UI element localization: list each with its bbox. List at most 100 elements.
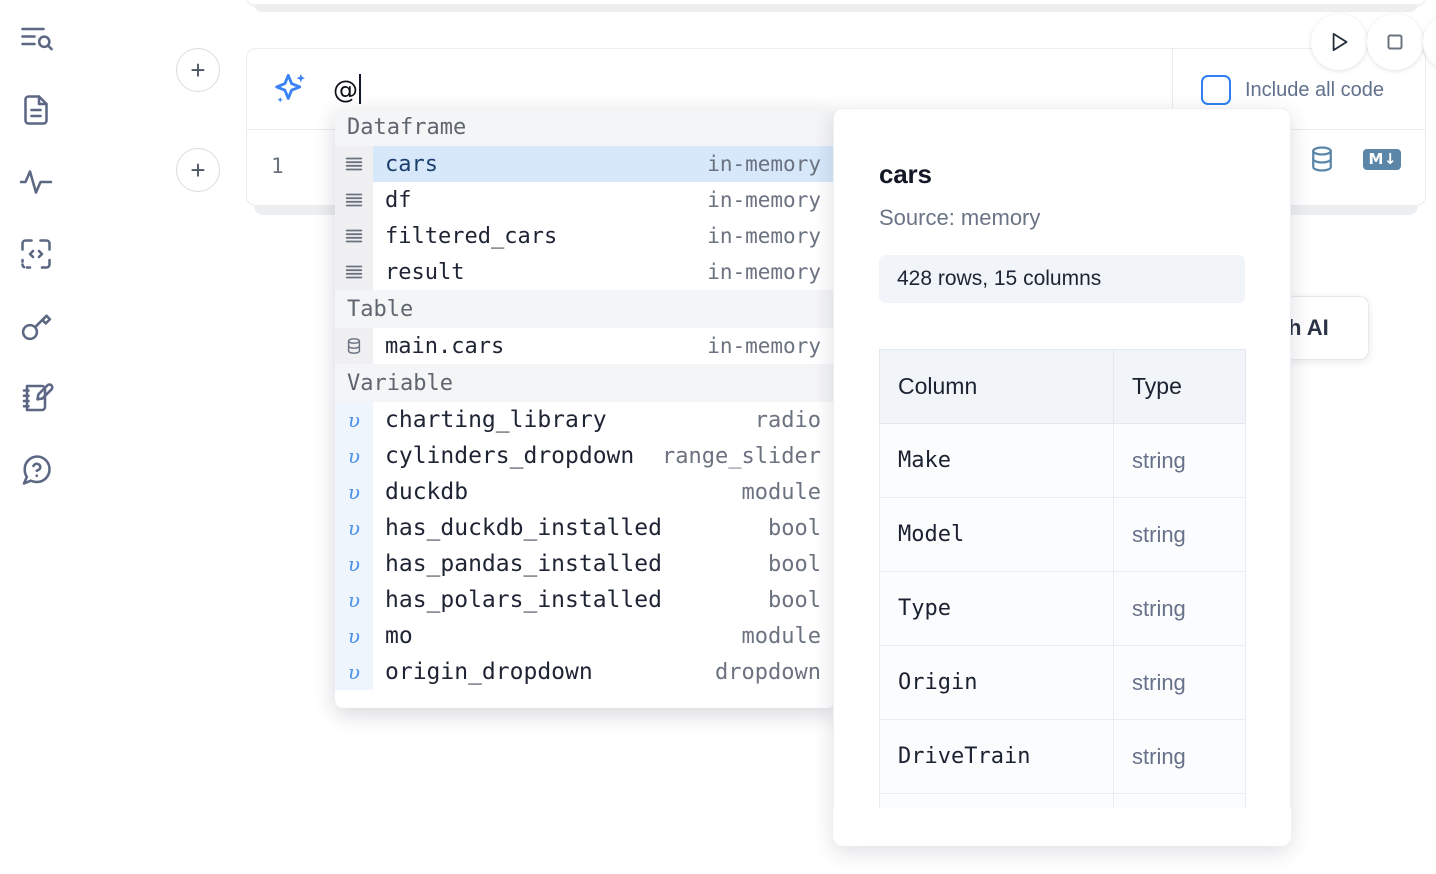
autocomplete-item-body: filtered_cars in-memory [373, 218, 835, 254]
preview-column-name: DriveTrain [898, 744, 1031, 769]
preview-header-column: Column [879, 349, 1114, 424]
help-icon[interactable] [12, 446, 60, 494]
autocomplete-item-type: in-memory [707, 188, 821, 212]
autocomplete-item[interactable]: υ has_polars_installed bool [335, 582, 835, 618]
autocomplete-item[interactable]: main.cars in-memory [335, 328, 835, 364]
include-all-code-checkbox[interactable] [1201, 75, 1231, 105]
autocomplete-item[interactable]: filtered_cars in-memory [335, 218, 835, 254]
stop-button[interactable] [1367, 14, 1423, 70]
autocomplete-item-name: origin_dropdown [385, 659, 593, 685]
ai-cell-divider [1172, 49, 1173, 131]
preview-shape-badge: 428 rows, 15 columns [879, 255, 1245, 303]
preview-table-header-row: Column Type [879, 349, 1246, 424]
autocomplete-item-name: has_polars_installed [385, 587, 662, 613]
autocomplete-item-body: mo module [373, 618, 835, 654]
autocomplete-item-type: in-memory [707, 224, 821, 248]
key-icon[interactable] [12, 302, 60, 350]
autocomplete-item-type: bool [768, 515, 821, 541]
autocomplete-item-type: module [741, 623, 821, 649]
left-sidebar [0, 0, 72, 874]
autocomplete-item-name: duckdb [385, 479, 469, 505]
autocomplete-item-type: in-memory [707, 152, 821, 176]
scratchpad-icon[interactable] [12, 374, 60, 422]
text-caret [359, 74, 361, 104]
variable-icon: υ [335, 510, 373, 546]
explore-outline-icon[interactable] [12, 14, 60, 62]
autocomplete-group-header: Table [335, 290, 835, 328]
preview-column-type: string [1132, 521, 1186, 547]
autocomplete-item-type: module [741, 479, 821, 505]
autocomplete-item-type: bool [768, 551, 821, 577]
include-all-code-label: Include all code [1245, 78, 1384, 101]
preview-column-cell: DriveTrain [879, 719, 1114, 794]
markdown-badge-letter: M [1368, 149, 1383, 168]
autocomplete-group-header: Dataframe [335, 108, 835, 146]
ai-prompt-input[interactable]: @ [333, 69, 1172, 109]
autocomplete-item[interactable]: cars in-memory [335, 146, 835, 182]
preview-type-cell: string [1113, 497, 1246, 572]
variable-icon: υ [335, 618, 373, 654]
autocomplete-item-type: radio [754, 407, 821, 433]
preview-type-cell: string [1113, 645, 1246, 720]
ai-prompt-input-area[interactable]: @ [247, 49, 1172, 129]
file-text-icon[interactable] [12, 86, 60, 134]
autocomplete-group-header: Variable [335, 364, 835, 402]
preview-panel-bottom-padding [833, 808, 1291, 846]
autocomplete-item-type: in-memory [707, 260, 821, 284]
preview-column-name: Type [898, 596, 951, 621]
sparkles-icon [269, 68, 311, 110]
ai-tooltip: h AI [1285, 296, 1369, 360]
cell-action-buttons: M↓ [1307, 144, 1401, 174]
autocomplete-item-name: cars [385, 151, 438, 177]
preview-source: Source: memory [879, 205, 1041, 230]
autocomplete-item-type: range_slider [662, 443, 821, 469]
preview-column-type: string [1132, 669, 1186, 695]
more-actions-button[interactable] [1423, 14, 1436, 70]
database-icon[interactable] [1307, 144, 1337, 174]
variable-icon: υ [335, 654, 373, 690]
autocomplete-item[interactable]: υ has_duckdb_installed bool [335, 510, 835, 546]
run-button[interactable] [1311, 14, 1367, 70]
autocomplete-item-name: main.cars [385, 333, 505, 359]
markdown-badge-icon[interactable]: M↓ [1363, 148, 1401, 170]
variable-icon: υ [335, 474, 373, 510]
ai-tooltip-text: h AI [1288, 315, 1329, 340]
dataframe-icon [335, 254, 373, 290]
line-number: 1 [271, 154, 284, 178]
add-cell-plus-icon: + [190, 55, 206, 85]
autocomplete-item-name: mo [385, 623, 413, 649]
preview-column-cell: Origin [879, 645, 1114, 720]
autocomplete-item-type: in-memory [707, 334, 821, 358]
autocomplete-item-name: filtered_cars [385, 223, 558, 249]
autocomplete-item-name: has_duckdb_installed [385, 515, 662, 541]
activity-icon[interactable] [12, 158, 60, 206]
preview-table-row: Origin string [879, 645, 1246, 720]
preview-type-cell: string [1113, 423, 1246, 498]
variable-icon: υ [335, 582, 373, 618]
autocomplete-item-type: bool [768, 587, 821, 613]
preview-column-cell: Type [879, 571, 1114, 646]
dataframe-icon [335, 182, 373, 218]
add-cell-button-top[interactable]: + [176, 48, 220, 92]
add-cell-button-bottom[interactable]: + [176, 148, 220, 192]
code-snippet-icon[interactable] [12, 230, 60, 278]
dataframe-icon [335, 146, 373, 182]
preview-column-type: string [1132, 447, 1186, 473]
